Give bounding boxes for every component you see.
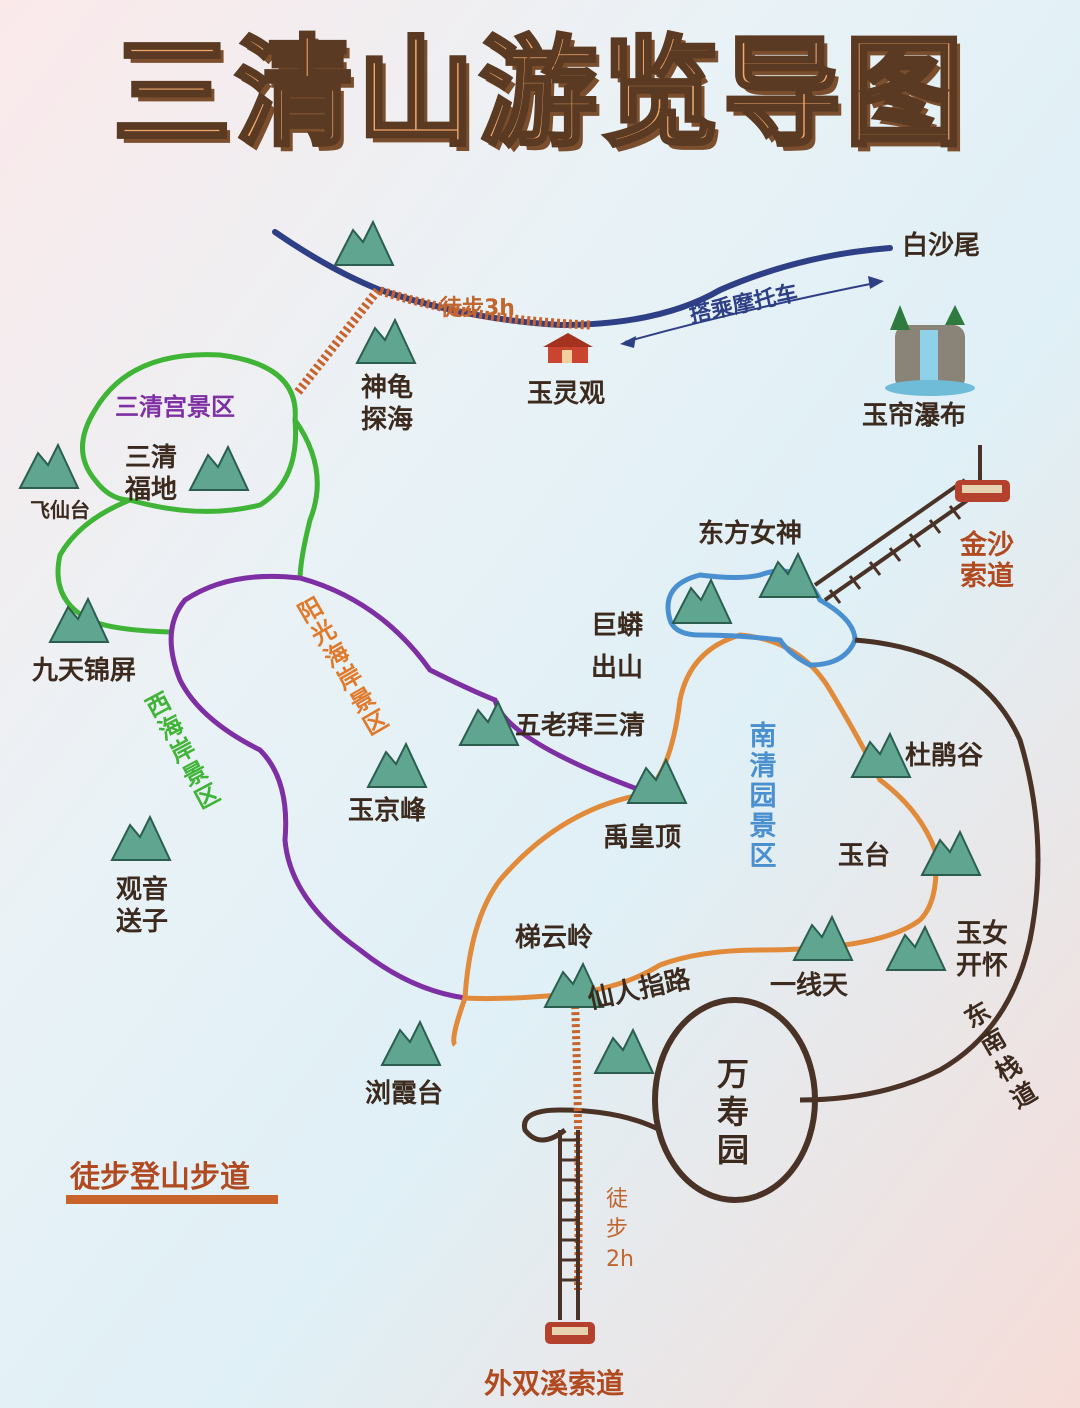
mountain-icon-fudi [188, 444, 250, 491]
mountain-icon-tiyun [543, 961, 605, 1008]
place-baishawei: 白沙尾 [902, 231, 981, 261]
place-dongfang: 东方女神 [698, 519, 803, 549]
place-dujuangu: 杜鹃谷 [905, 741, 984, 771]
legend-label: 徒步登山步道 [70, 1160, 250, 1195]
place-sanqing-fudi: 三清福地 [124, 443, 177, 505]
moto-arrow-left-head [620, 336, 636, 348]
place-liuxiatai: 浏霞台 [365, 1079, 444, 1109]
trail-3h [294, 284, 591, 395]
mountain-icon-yunv [885, 924, 947, 971]
moto-arrow [624, 281, 881, 343]
mountain-icon-dongfang1 [671, 577, 733, 624]
waterfall-icon [885, 305, 975, 396]
mountain-icon-yuhuang [626, 757, 688, 804]
mountain-icon-guanyin [110, 814, 172, 861]
legend-line [66, 1195, 278, 1204]
place-jumang: 巨蟒出山 [590, 611, 643, 683]
place-yunvkaihuai: 玉女开怀 [955, 919, 1008, 981]
mountain-icon-yixian [792, 914, 854, 961]
mountain-icon-jiutian [48, 596, 110, 643]
mountain-icon-xianren [593, 1027, 655, 1074]
place-yixiantian: 一线天 [770, 971, 849, 1001]
temple-icon [543, 333, 593, 363]
wanshouyuan-circle [652, 997, 818, 1203]
mountain-icon-liuxia [380, 1019, 442, 1066]
route-walk-3h: 徒步3h [440, 296, 515, 321]
place-jiutian: 九天锦屏 [32, 656, 137, 686]
place-yujingfeng: 玉京峰 [348, 796, 427, 826]
cableway-waishuangxi-label: 外双溪索道 [484, 1367, 625, 1400]
place-yulian: 玉帘瀑布 [862, 401, 967, 431]
mountain-icon-north [333, 219, 395, 266]
cableway-waishuangxi-track [558, 1130, 580, 1320]
place-tiyunling: 梯云岭 [515, 923, 594, 953]
mountain-icon-dongfang2 [758, 551, 820, 598]
place-yulingguan: 玉灵观 [527, 379, 606, 409]
moto-arrow-right-head [868, 276, 884, 289]
cable-car-waishuangxi [545, 1322, 595, 1344]
mountain-icon-yujing [366, 741, 428, 788]
zone-yangguang-line [168, 573, 641, 1001]
place-shengui: 神龟探海 [360, 373, 413, 435]
place-feixiantai: 飞仙台 [30, 498, 90, 522]
mountain-icon-wulao [458, 699, 520, 746]
place-wanshouyuan: 万寿园 [716, 1055, 749, 1169]
zone-label-nanqingyuan: 南清园景区 [749, 721, 777, 872]
route-walk-2h: 徒步2h [606, 1187, 634, 1272]
place-guanyin: 观音送子 [115, 875, 168, 937]
zone-blue-line [665, 568, 858, 668]
road-north [272, 229, 893, 329]
cable-car-jinsha [955, 445, 1010, 502]
place-yuhuangding: 禹皇顶 [603, 823, 682, 853]
zone-nanqingyuan-line [451, 632, 939, 1047]
mountain-icon-dujuan [850, 731, 912, 778]
mountain-icon-feixian [18, 442, 80, 489]
page-title: 三清山游览导图 [111, 22, 967, 164]
road-southeast [799, 637, 1041, 1103]
mountain-icon-yutai [920, 829, 982, 876]
place-yutai: 玉台 [838, 841, 891, 871]
zone-label-sanqinggong: 三清宫景区 [115, 393, 235, 421]
cableway-jinsha-track [813, 478, 977, 604]
cableway-jinsha-label: 金沙索道 [960, 530, 1014, 592]
mountain-icon-shengui [355, 317, 417, 364]
wanshouyuan-loop [521, 1107, 662, 1143]
place-wulao: 五老拜三清 [515, 711, 646, 741]
